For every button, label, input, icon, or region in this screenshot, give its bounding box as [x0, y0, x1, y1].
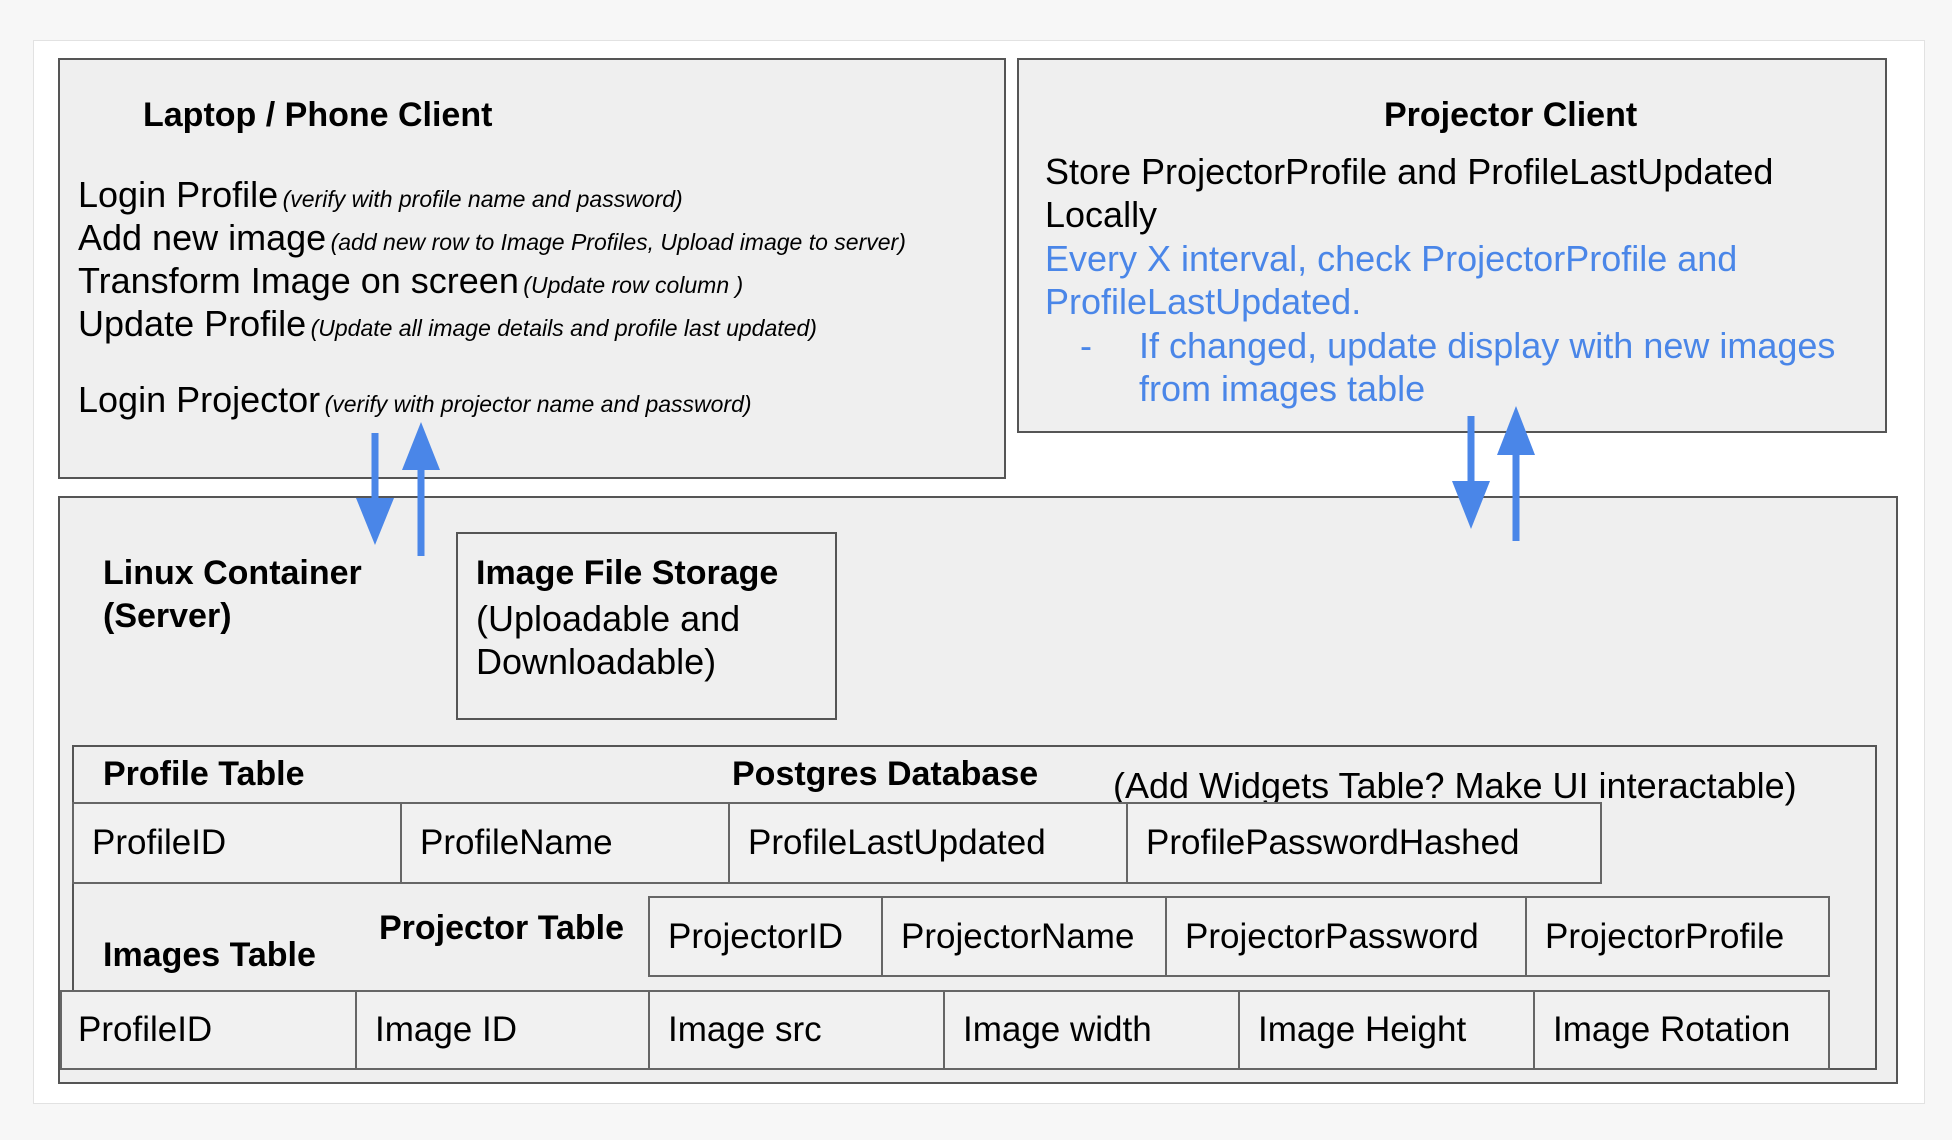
profile-table-title: Profile Table — [103, 755, 305, 793]
projector-client-box — [1017, 58, 1887, 433]
images-table-cell: Image width — [943, 990, 1240, 1070]
laptop-line-note: (verify with profile name and password) — [282, 186, 683, 212]
images-table-title: Images Table — [103, 936, 316, 974]
server-subtitle: (Server) — [103, 597, 232, 635]
image-storage-box — [456, 532, 837, 720]
laptop-line-update-profile: Update Profile (Update all image details… — [78, 302, 817, 345]
image-storage-title: Image File Storage — [476, 554, 779, 592]
images-table-cell: Image ID — [355, 990, 650, 1070]
laptop-line-note: (Update row column ) — [523, 272, 744, 298]
profile-table-cell: ProfileName — [400, 802, 730, 884]
image-storage-line-2: Downloadable) — [476, 641, 717, 682]
laptop-client-box — [58, 58, 1006, 479]
laptop-line-text: Update Profile — [78, 303, 307, 344]
laptop-line-login-profile: Login Profile (verify with profile name … — [78, 173, 683, 216]
laptop-line-transform-image: Transform Image on screen (Update row co… — [78, 259, 743, 302]
projector-store-line-2: Locally — [1045, 194, 1158, 235]
projector-table-title: Projector Table — [379, 909, 624, 947]
laptop-line-text: Login Projector — [78, 379, 321, 420]
laptop-line-note: (Update all image details and profile la… — [310, 315, 817, 341]
images-table-cell: Image Rotation — [1533, 990, 1830, 1070]
laptop-line-text: Transform Image on screen — [78, 260, 519, 301]
images-table-cell: Image src — [648, 990, 945, 1070]
laptop-line-note: (verify with projector name and password… — [324, 391, 752, 417]
laptop-line-note: (add new row to Image Profiles, Upload i… — [330, 229, 906, 255]
projector-bullet-line-2: from images table — [1139, 368, 1426, 409]
projector-table-cell: ProjectorID — [648, 896, 883, 977]
laptop-line-text: Add new image — [78, 217, 327, 258]
projector-table-cell: ProjectorName — [881, 896, 1167, 977]
server-title: Linux Container — [103, 554, 362, 592]
projector-interval-line: Every X interval, check ProjectorProfile… — [1045, 238, 1738, 279]
laptop-line-add-image: Add new image (add new row to Image Prof… — [78, 216, 906, 259]
database-title: Postgres Database — [732, 755, 1039, 793]
profile-table-cell: ProfileID — [72, 802, 402, 884]
projector-client-title: Projector Client — [1384, 96, 1638, 134]
bullet-dash: - — [1080, 325, 1092, 366]
projector-interval-line-2: ProfileLastUpdated. — [1045, 281, 1362, 322]
projector-table-cell: ProjectorPassword — [1165, 896, 1527, 977]
image-storage-line: (Uploadable and — [476, 598, 741, 639]
laptop-client-title: Laptop / Phone Client — [143, 96, 493, 134]
images-table-cell: ProfileID — [60, 990, 357, 1070]
laptop-line-login-projector: Login Projector (verify with projector n… — [78, 378, 752, 421]
profile-table-cell: ProfileLastUpdated — [728, 802, 1128, 884]
projector-table-cell: ProjectorProfile — [1525, 896, 1830, 977]
projector-store-line: Store ProjectorProfile and ProfileLastUp… — [1045, 151, 1774, 192]
projector-bullet-line: If changed, update display with new imag… — [1139, 325, 1836, 366]
laptop-line-text: Login Profile — [78, 174, 279, 215]
profile-table-cell: ProfilePasswordHashed — [1126, 802, 1602, 884]
images-table-cell: Image Height — [1238, 990, 1535, 1070]
database-note: (Add Widgets Table? Make UI interactable… — [1113, 765, 1797, 806]
